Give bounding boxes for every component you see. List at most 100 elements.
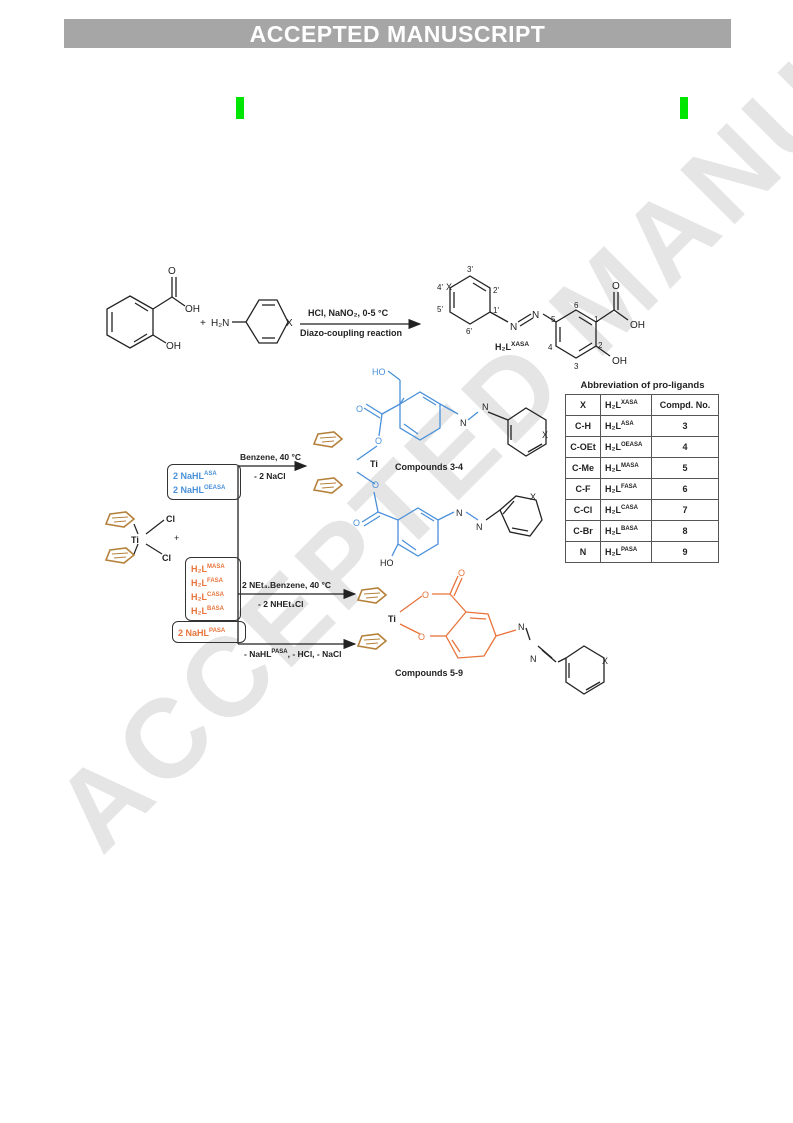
compounds-3-4-label: Compounds 3-4 — [395, 462, 463, 472]
azo-n-3: N — [460, 418, 467, 428]
ho-2: HO — [380, 558, 394, 568]
cell-x: C-H — [565, 415, 601, 437]
ti-atom-1: Ti — [131, 535, 139, 545]
pos-6p: 6' — [466, 327, 472, 336]
atom-x-3: X — [542, 430, 548, 440]
azo-n-1: N — [510, 322, 517, 333]
accepted-manuscript-banner: ACCEPTED MANUSCRIPT — [64, 19, 731, 48]
cell-ligand-sup: CASA — [621, 505, 639, 511]
pos-2: 2 — [598, 341, 603, 350]
ligand-label-base: H₂L — [495, 342, 511, 352]
atom-h2n: H₂N — [211, 318, 229, 329]
atom-oh-3: OH — [630, 320, 645, 331]
azo-n-6: N — [476, 522, 483, 532]
azo-n-8: N — [530, 654, 537, 664]
plus-sign-1: + — [200, 318, 206, 329]
ti-atom-3: Ti — [388, 614, 396, 624]
pos-5: 5 — [551, 315, 556, 324]
cell-ligand-base: H₂L — [605, 505, 621, 515]
table-title: Abbreviation of pro-ligands — [580, 380, 705, 391]
blue-ho-1: HO — [372, 367, 386, 377]
cell-no: 6 — [651, 478, 719, 500]
azo-n-4: N — [482, 402, 489, 412]
reagent-fasa: H₂LFASA — [191, 575, 235, 589]
pos-1p: 1' — [493, 306, 499, 315]
orange-o-2: O — [458, 568, 465, 578]
cell-ligand-sup: MASA — [621, 463, 639, 469]
reagent-asa-sup: ASA — [204, 471, 217, 477]
reagent-box-pasa: 2 NaHLPASA — [172, 621, 246, 643]
compounds-5-9-label: Compounds 5-9 — [395, 668, 463, 678]
cell-x: N — [565, 541, 601, 563]
route3-cond: - NaHLPASA, - HCl, - NaCl — [244, 649, 341, 659]
reaction1-conditions-1: HCl, NaNO₂, 0-5 °C — [308, 308, 389, 318]
route3-cond-b: , - HCl, - NaCl — [288, 649, 342, 659]
pos-6: 6 — [574, 301, 579, 310]
atom-x-5: X — [602, 656, 608, 666]
cl-atom-2: Cl — [162, 553, 171, 563]
cell-ligand: H₂LMASA — [600, 457, 652, 479]
cell-x: C-OEt — [565, 436, 601, 458]
atom-oh-2: OH — [166, 341, 181, 352]
ligand-label: H₂LXASA — [495, 341, 529, 352]
azo-n-7: N — [518, 622, 525, 632]
orange-o-3: O — [418, 632, 425, 642]
cell-ligand: H₂LASA — [600, 415, 652, 437]
reagent-fasa-base: H₂L — [191, 578, 207, 588]
ti-atom-2: Ti — [370, 459, 378, 469]
pos-3p: 3' — [467, 265, 473, 274]
reagent-box-blue: 2 NaHLASA 2 NaHLOEASA — [167, 464, 241, 500]
cell-ligand: H₂LPASA — [600, 541, 652, 563]
blue-o-1: O — [375, 436, 382, 446]
pos-2p: 2' — [493, 286, 499, 295]
cell-ligand-sup: FASA — [621, 484, 638, 490]
pos-5p: 5' — [437, 305, 443, 314]
route2-cond-1: 2 NEt₃.Benzene, 40 °C — [242, 580, 331, 590]
cell-ligand: H₂LOEASA — [600, 436, 652, 458]
cell-x: C-Cl — [565, 499, 601, 521]
orange-o-1: O — [422, 590, 429, 600]
atom-oh-4: OH — [612, 356, 627, 367]
aniline-ring — [232, 299, 289, 344]
highlight-mark-right — [680, 97, 688, 119]
cell-ligand: H₂LBASA — [600, 520, 652, 542]
cell-ligand-base: H₂L — [605, 526, 621, 536]
header-x: X — [565, 394, 601, 416]
blue-o-3: O — [372, 480, 379, 490]
header-ligand: H₂LXASA — [600, 394, 652, 416]
cell-ligand: H₂LFASA — [600, 478, 652, 500]
cell-no: 9 — [651, 541, 719, 563]
reagent-pasa-sup: PASA — [209, 628, 226, 634]
reagent-fasa-sup: FASA — [207, 578, 224, 584]
compounds-3-4-structure — [313, 370, 547, 557]
salicylic-acid — [106, 277, 186, 349]
route1-cond-2: - 2 NaCl — [254, 471, 286, 481]
reagent-oeasa-sup: OEASA — [204, 485, 226, 491]
cell-ligand-base: H₂L — [605, 442, 621, 452]
pos-4: 4 — [548, 343, 553, 352]
blue-o-2: O — [356, 404, 363, 414]
pos-4p: 4' — [437, 283, 443, 292]
cell-ligand-base: H₂L — [605, 547, 621, 557]
plus-sign-2: + — [174, 533, 179, 543]
cell-no: 8 — [651, 520, 719, 542]
reagent-masa: H₂LMASA — [191, 561, 235, 575]
pos-3: 3 — [574, 362, 579, 371]
cell-x: C-F — [565, 478, 601, 500]
reagent-casa-sup: CASA — [207, 592, 225, 598]
reagent-box-orange: H₂LMASA H₂LFASA H₂LCASA H₂LBASA — [185, 557, 241, 621]
reaction1-conditions-2: Diazo-coupling reaction — [300, 328, 402, 338]
reagent-pasa-base: 2 NaHL — [178, 628, 210, 638]
reagent-asa: 2 NaHLASA — [173, 468, 235, 482]
reagent-oeasa-base: 2 NaHL — [173, 485, 205, 495]
reagent-asa-base: 2 NaHL — [173, 471, 205, 481]
azo-ligand-product — [449, 275, 629, 359]
azo-n-2: N — [532, 310, 539, 321]
atom-x-2: X — [446, 282, 452, 292]
route1-cond-1: Benzene, 40 °C — [240, 452, 301, 462]
header-ligand-base: H₂L — [605, 400, 621, 410]
cell-ligand-sup: ASA — [621, 421, 634, 427]
